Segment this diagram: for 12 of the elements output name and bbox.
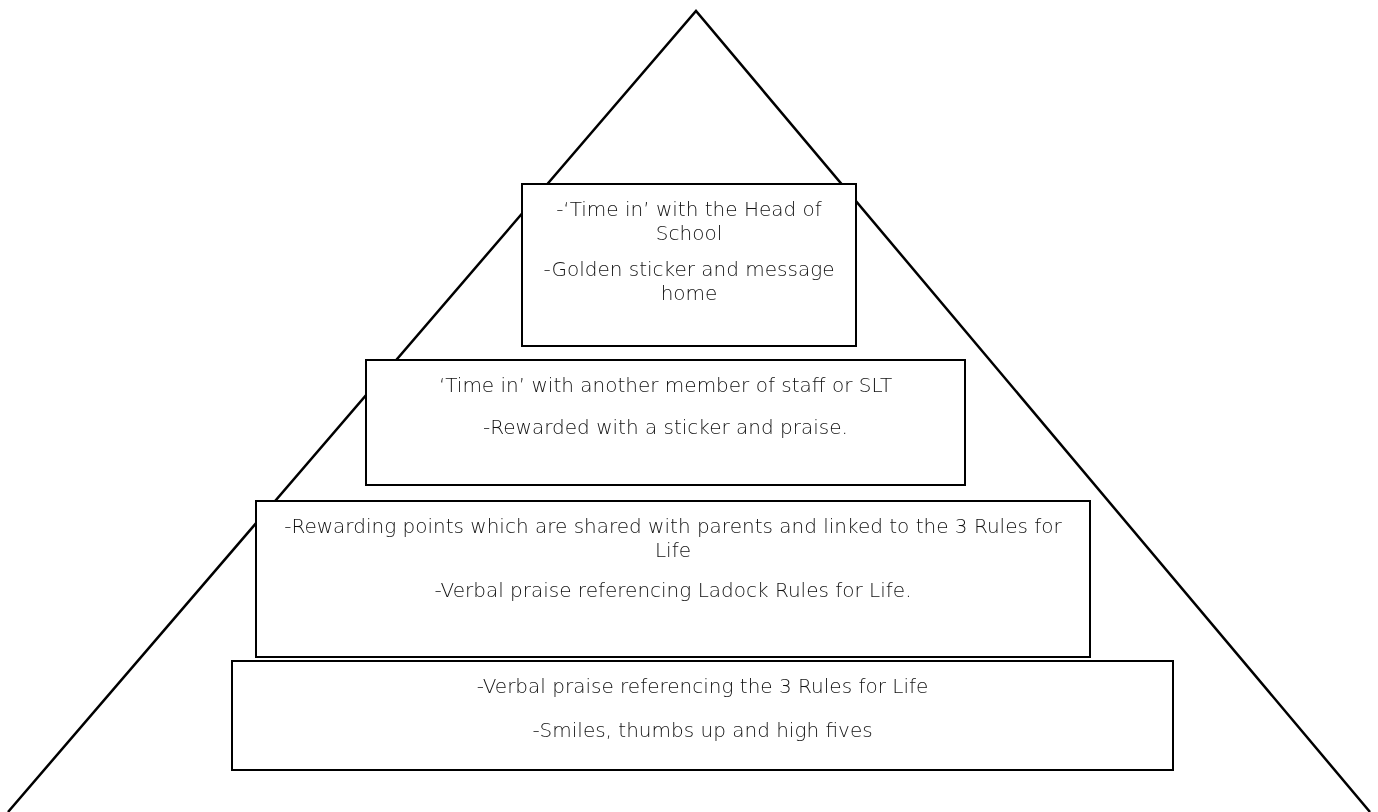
tier-text: -Rewarding points which are shared with parents and linked to the 3 Rules for Life [283,514,1063,562]
tier-text: -Golden sticker and message home [542,257,836,305]
tier-text: ‘Time in’ with another member of staff or SLT [438,373,893,397]
tier-text: -Smiles, thumbs up and high fives [532,718,873,742]
tier-box [365,359,966,486]
tier-box [521,183,857,347]
tier-text: -Rewarded with a sticker and praise. [483,415,848,439]
tier-text: -Verbal praise referencing Ladock Rules for Life. [434,578,912,602]
tier-text: -Verbal praise referencing the 3 Rules for Life [476,674,929,698]
tier-text: -‘Time in’ with the Head of School [555,197,823,245]
tier-box [255,500,1091,658]
tier-box [231,660,1174,771]
